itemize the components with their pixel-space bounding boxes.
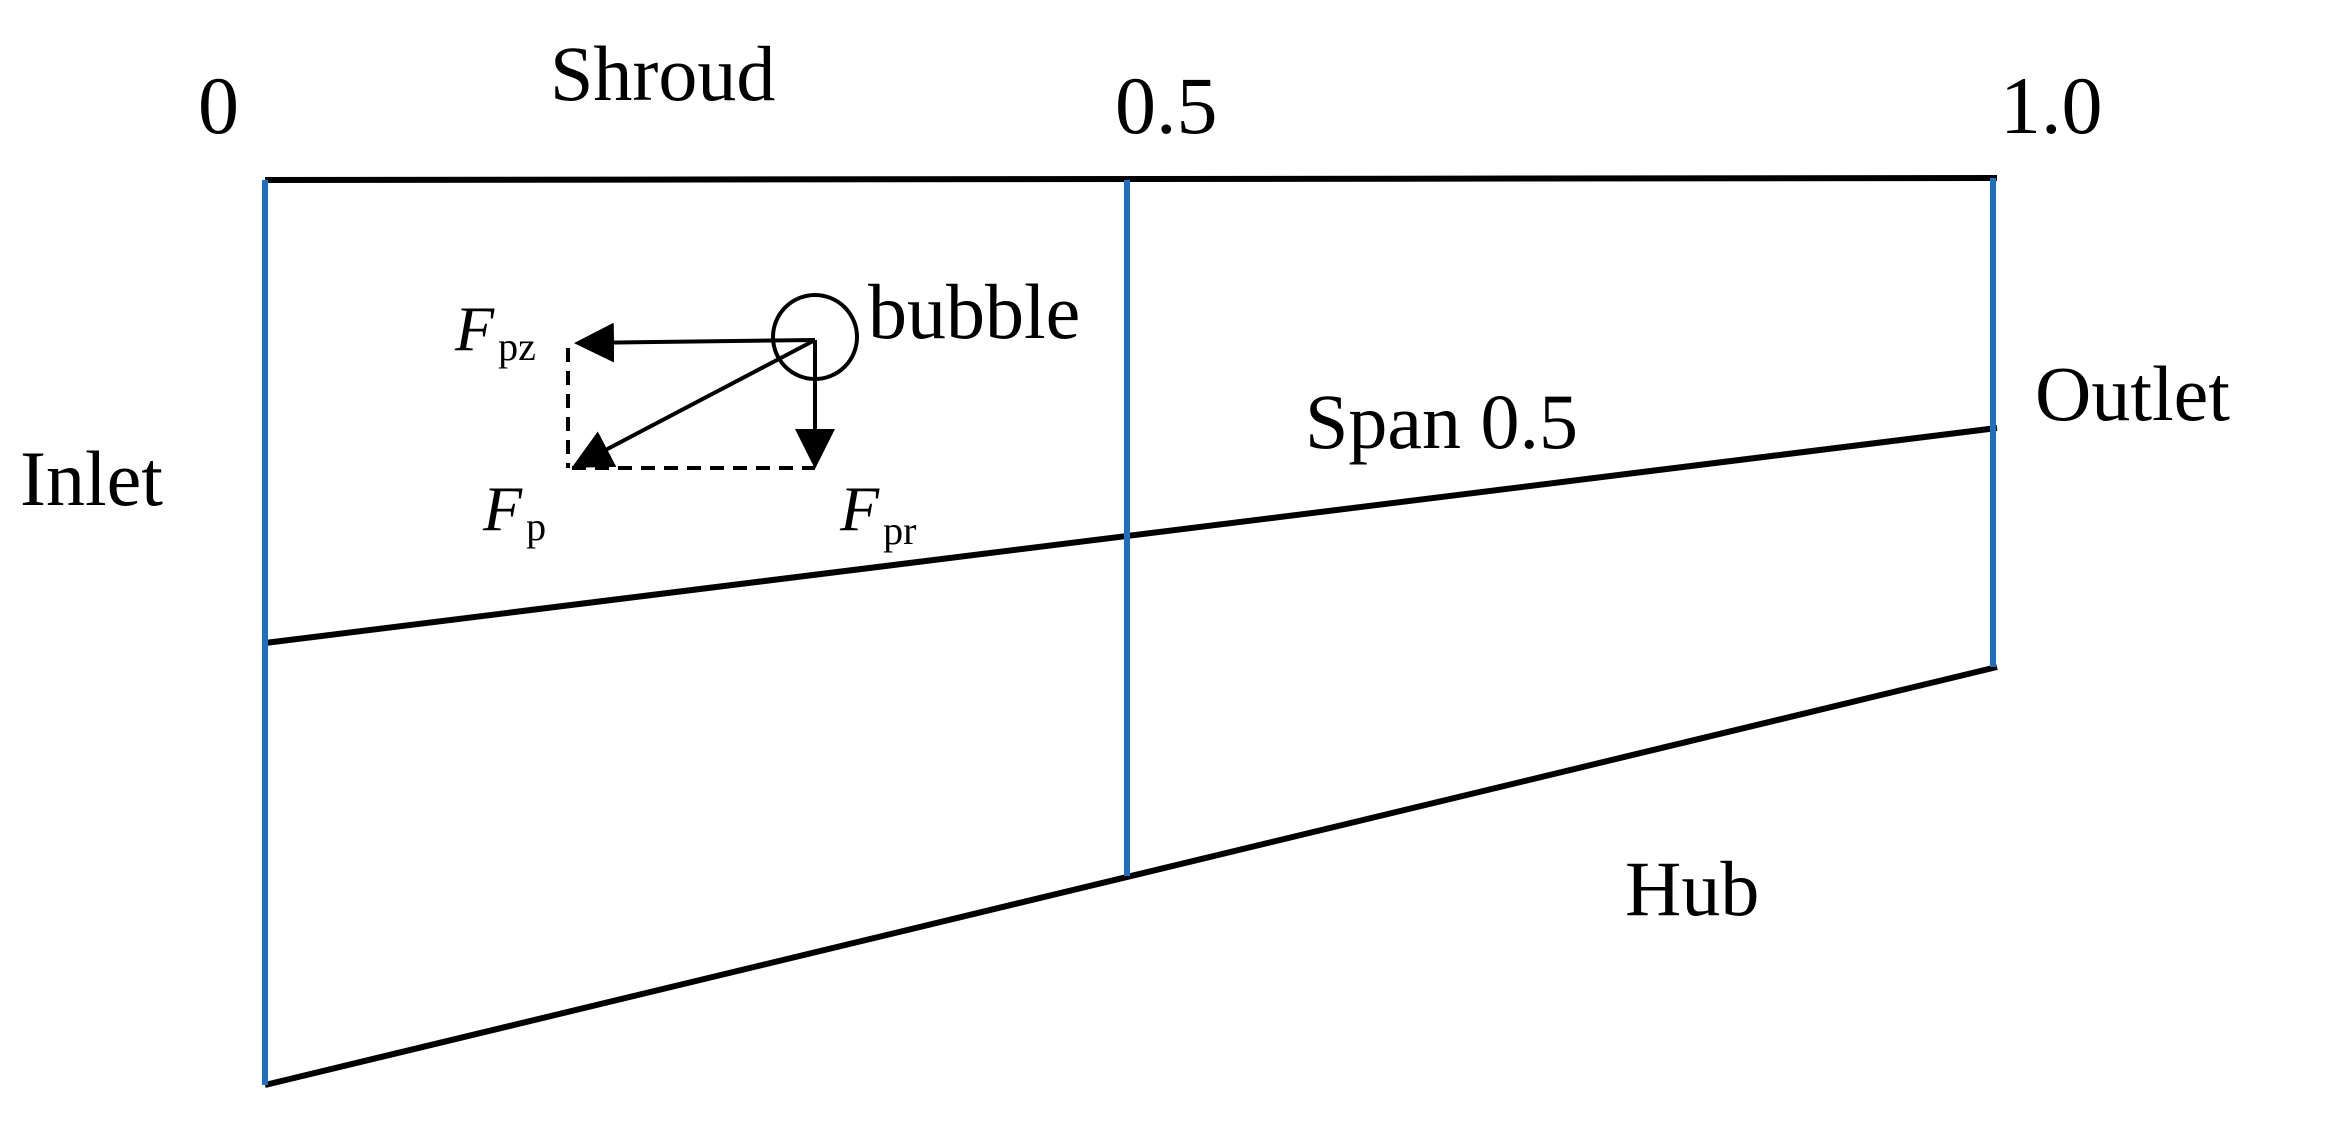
bubble-label: bubble (868, 268, 1080, 355)
shroud-line (264, 175, 1998, 183)
fp-label-main: F (482, 473, 523, 544)
span-label: Span 0.5 (1305, 378, 1578, 465)
span-line (264, 425, 1998, 646)
fpz-label-sub: pz (498, 324, 536, 369)
fp-arrow (571, 338, 816, 468)
inlet-label: Inlet (20, 435, 163, 522)
fpz-label-main: F (454, 293, 495, 364)
tick-0-label: 0 (198, 60, 239, 151)
shroud-label: Shroud (550, 30, 775, 117)
fpz-arrow (574, 322, 816, 363)
fp-label-sub: p (526, 504, 546, 549)
hub-line (264, 664, 1998, 1088)
tick-05-label: 0.5 (1115, 60, 1218, 151)
fpr-label-main: F (839, 473, 880, 544)
hub-label: Hub (1625, 845, 1759, 932)
tick-10-label: 1.0 (2000, 60, 2103, 151)
outlet-label: Outlet (2035, 350, 2230, 437)
fpr-label-sub: pr (883, 508, 916, 553)
